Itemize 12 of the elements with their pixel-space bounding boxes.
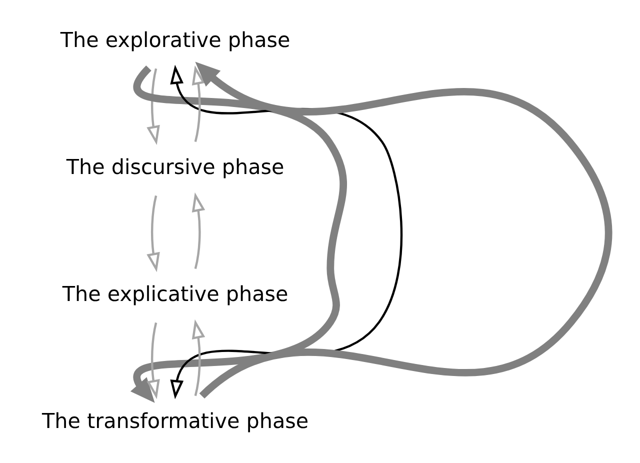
arrow	[146, 322, 160, 399]
arrow	[146, 68, 160, 145]
node-text: The explorative phase	[60, 27, 290, 52]
arrow	[192, 192, 206, 269]
arrow	[146, 194, 160, 272]
node-text: The transformative phase	[42, 408, 309, 432]
arrow	[195, 61, 612, 398]
node-text: The discursive phase	[66, 154, 284, 178]
node-text: The explicative phase	[62, 281, 288, 306]
arrow	[192, 318, 206, 396]
arrow	[130, 65, 347, 402]
arrow	[192, 64, 206, 142]
